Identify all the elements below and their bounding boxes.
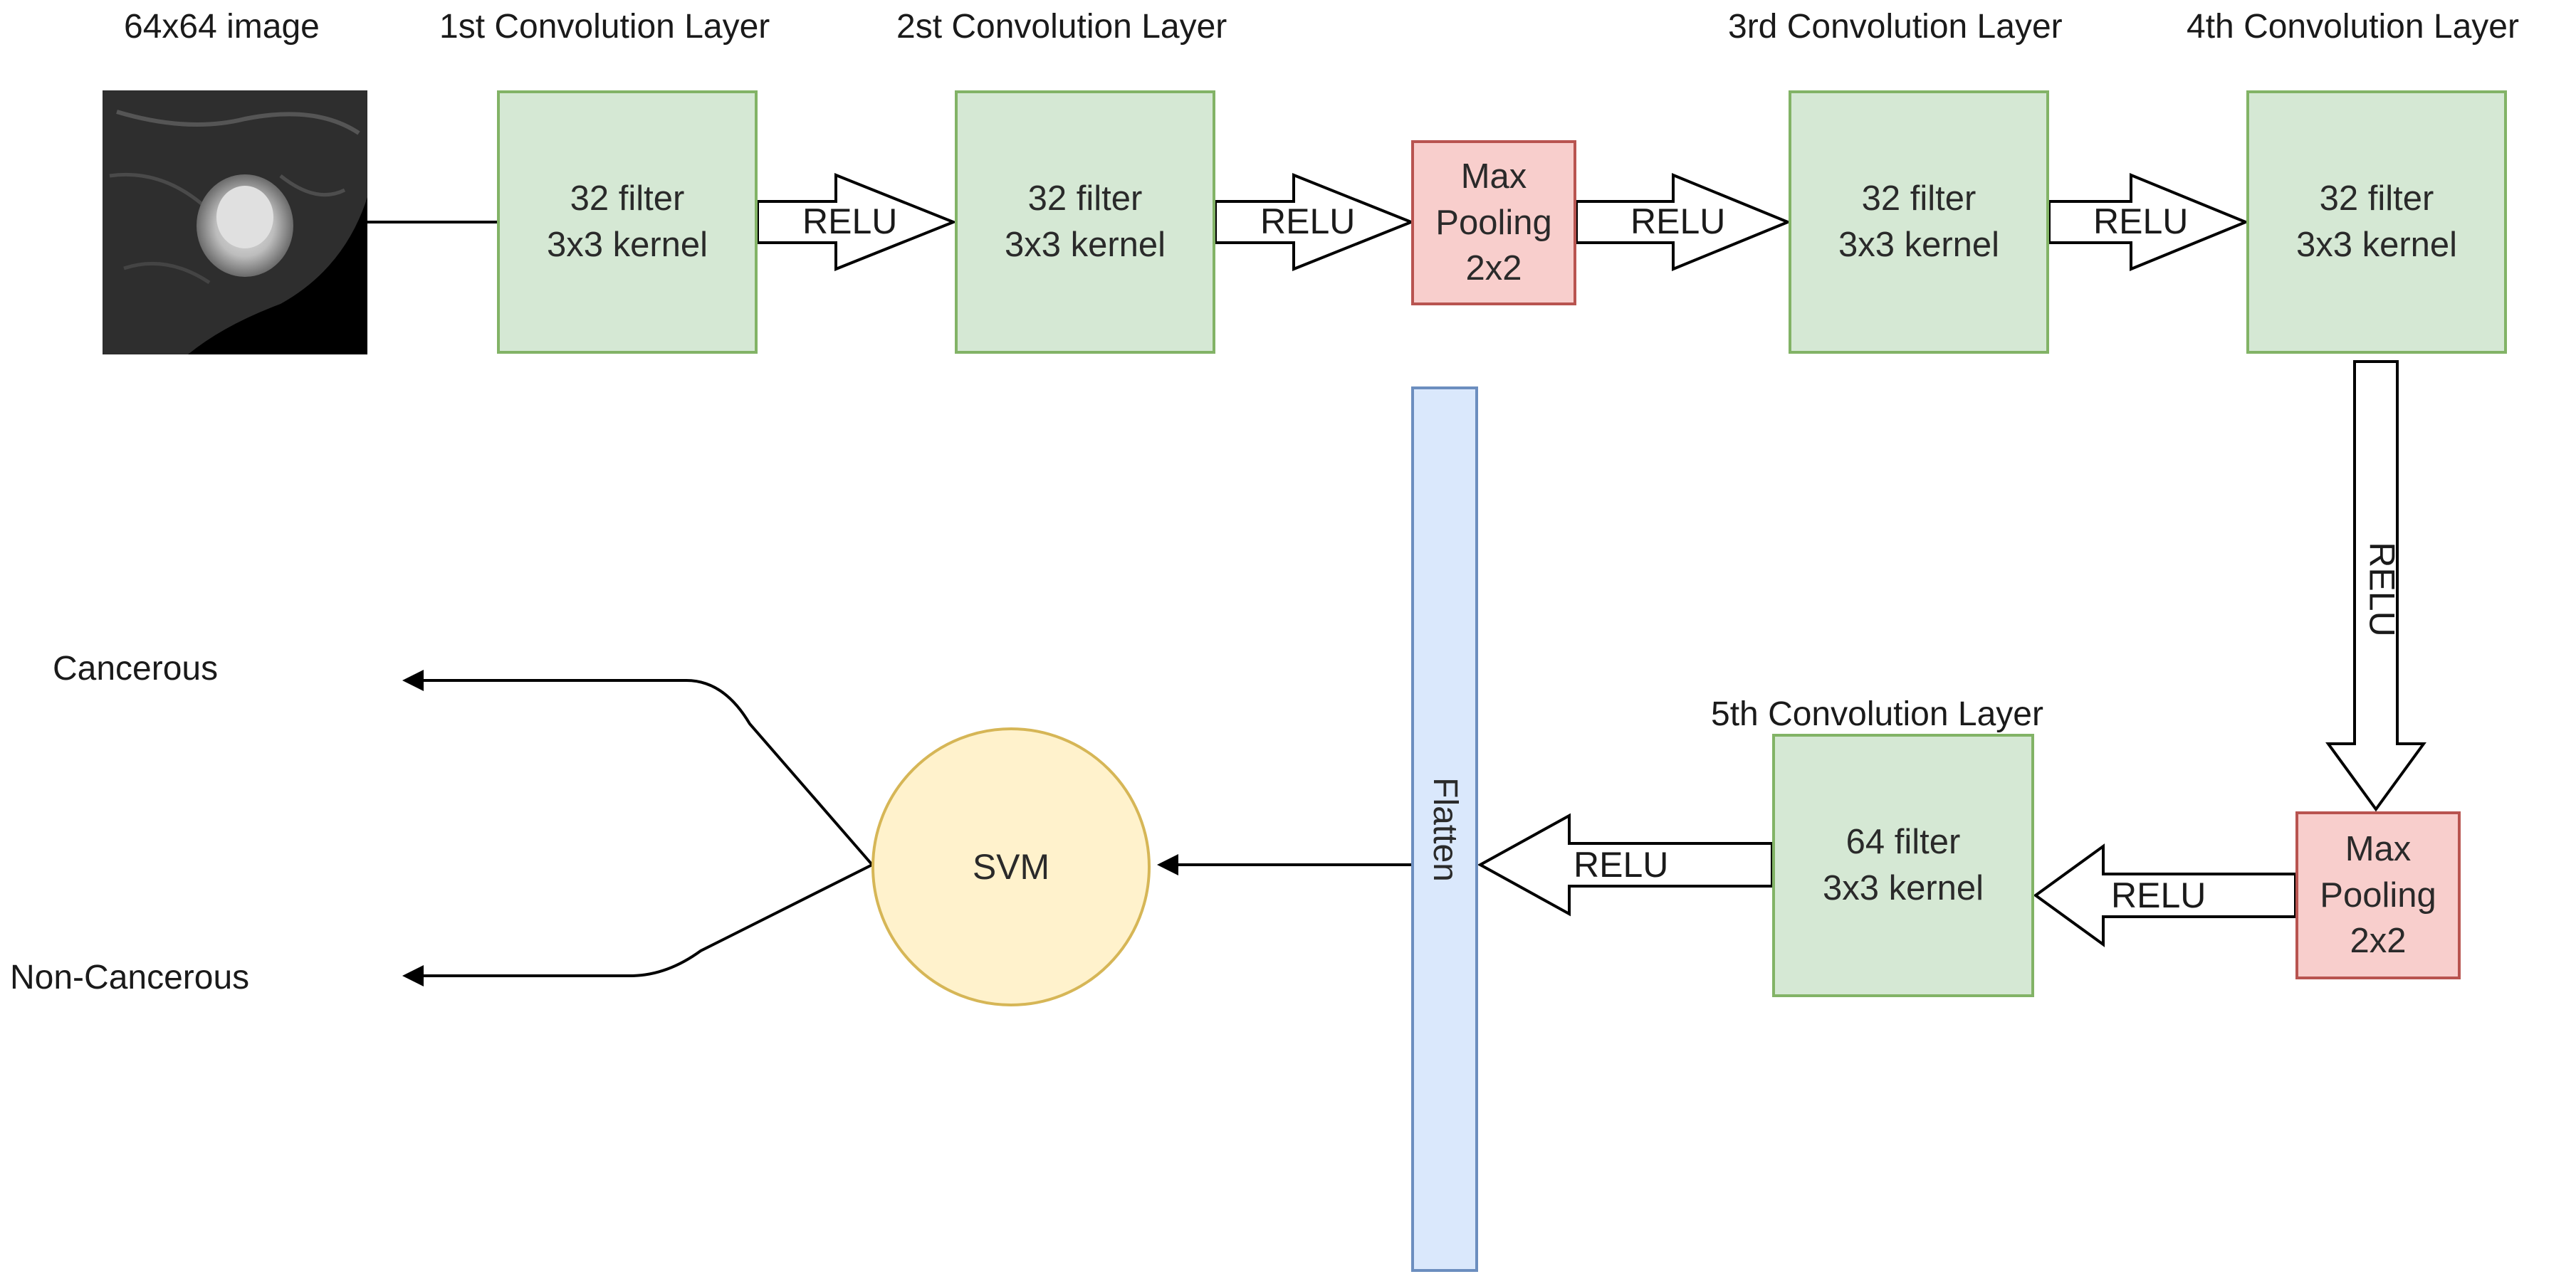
svm-classifier: SVM xyxy=(871,727,1151,1006)
conv3-box: 32 filter 3x3 kernel xyxy=(1789,90,2049,354)
conv3-title: 3rd Convolution Layer xyxy=(1728,8,2063,46)
conv5-title: 5th Convolution Layer xyxy=(1711,695,2043,733)
relu-arrow-6 xyxy=(2033,843,2297,947)
conv1-title: 1st Convolution Layer xyxy=(439,8,770,46)
relu-arrow-7 xyxy=(1477,813,1774,917)
maxpool1-line3: 2x2 xyxy=(1465,249,1522,288)
flatten-to-svm-arrowhead xyxy=(1157,854,1178,875)
conv5-kernel: 3x3 kernel xyxy=(1822,869,1984,907)
output-non-cancerous: Non-Cancerous xyxy=(10,959,250,996)
relu-label-3: RELU xyxy=(1630,201,1726,241)
relu-arrow-4 xyxy=(2048,173,2250,271)
svm-to-noncancerous-connector xyxy=(424,863,873,977)
cancerous-arrowhead xyxy=(402,670,424,691)
conv4-title: 4th Convolution Layer xyxy=(2187,8,2519,46)
relu-arrow-5 xyxy=(2325,360,2426,812)
relu-label-5: RELU xyxy=(2362,542,2402,637)
conv4-kernel: 3x3 kernel xyxy=(2295,226,2458,264)
maxpool2-line3: 2x2 xyxy=(2350,922,2407,961)
conv4-filters: 32 filter xyxy=(2319,179,2434,219)
relu-arrow-1 xyxy=(756,173,958,271)
maxpool1-line2: Pooling xyxy=(1435,203,1552,242)
conv1-box: 32 filter 3x3 kernel xyxy=(497,90,758,354)
relu-label-2: RELU xyxy=(1260,201,1356,241)
conv4-box: 32 filter 3x3 kernel xyxy=(2246,90,2507,354)
conv1-kernel: 3x3 kernel xyxy=(546,226,708,264)
svm-to-cancerous-connector xyxy=(424,679,874,866)
mammogram-input-image xyxy=(103,90,367,354)
relu-label-7: RELU xyxy=(1574,845,1669,885)
flatten-label: Flatten xyxy=(1425,777,1464,882)
conv1-filters: 32 filter xyxy=(570,179,685,219)
conv5-filters: 64 filter xyxy=(1845,823,1961,862)
maxpool1-line1: Max xyxy=(1460,157,1527,196)
conv2-kernel: 3x3 kernel xyxy=(1004,226,1166,264)
noncancerous-arrowhead xyxy=(402,965,424,986)
conv2-filters: 32 filter xyxy=(1027,179,1143,219)
relu-label-4: RELU xyxy=(2093,201,2189,241)
maxpool1-box: Max Pooling 2x2 xyxy=(1411,140,1576,305)
conv2-title: 2st Convolution Layer xyxy=(896,8,1227,46)
input-label: 64x64 image xyxy=(124,8,320,46)
relu-label-1: RELU xyxy=(802,201,898,241)
svm-label: SVM xyxy=(972,847,1050,887)
conv5-box: 64 filter 3x3 kernel xyxy=(1772,734,2034,997)
maxpool2-box: Max Pooling 2x2 xyxy=(2295,811,2461,979)
flatten-layer: Flatten xyxy=(1411,386,1478,1272)
output-cancerous: Cancerous xyxy=(53,650,219,688)
mammogram-patch-graphic xyxy=(103,90,367,354)
relu-arrow-3 xyxy=(1575,173,1792,271)
conv2-box: 32 filter 3x3 kernel xyxy=(955,90,1215,354)
conv3-kernel: 3x3 kernel xyxy=(1838,226,2000,264)
relu-label-6: RELU xyxy=(2111,875,2206,915)
maxpool2-line2: Pooling xyxy=(2320,875,2436,915)
relu-arrow-2 xyxy=(1214,173,1415,271)
maxpool2-line1: Max xyxy=(2345,829,2412,868)
conv3-filters: 32 filter xyxy=(1861,179,1976,219)
